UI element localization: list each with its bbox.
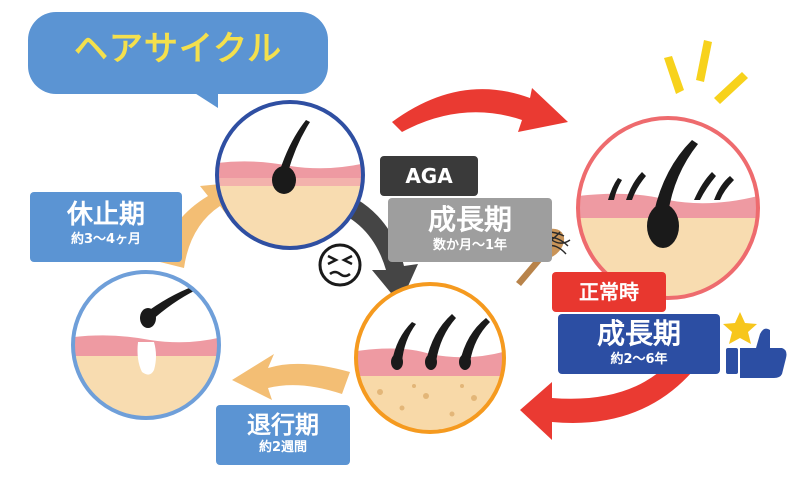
rest-stage-duration: 約3〜4ヶ月	[70, 232, 142, 247]
red-arrow-bottom	[520, 362, 692, 440]
aga-growth-label: 成長期 数か月〜1年	[388, 203, 552, 253]
aga-growth-label-box	[388, 198, 552, 262]
star-icon	[723, 312, 757, 344]
normal-tag-box	[552, 272, 666, 312]
normal-growth-label-box	[558, 314, 720, 374]
rest-stage-name: 休止期	[66, 200, 145, 230]
aga-tag-box	[380, 156, 478, 196]
title-bubble	[28, 12, 328, 108]
sparkle-icon	[664, 40, 748, 104]
red-arrow-top	[392, 88, 568, 132]
stage-circle-normal-growth	[576, 116, 760, 300]
regression-stage-duration: 約2週間	[258, 440, 308, 455]
normal-growth-name: 成長期	[596, 317, 681, 350]
aga-tag: AGA	[405, 164, 453, 188]
aga-growth-duration: 数か月〜1年	[432, 238, 508, 253]
rest-label-box	[30, 192, 182, 262]
normal-tag: 正常時	[579, 280, 639, 304]
page-title: ヘアサイクル	[73, 29, 283, 69]
normal-growth-label: 成長期 約2〜6年	[558, 317, 720, 367]
normal-growth-duration: 約2〜6年	[610, 352, 668, 367]
tan-arrow-bottom	[232, 354, 350, 400]
aga-growth-name: 成長期	[427, 203, 512, 236]
regression-stage-label: 退行期 約2週間	[216, 413, 350, 454]
sad-face-icon	[318, 243, 362, 287]
thumbs-up-icon	[726, 328, 787, 378]
rest-stage-label: 休止期 約3〜4ヶ月	[30, 202, 182, 246]
stage-circle-resting	[71, 270, 221, 420]
stage-circle-early-growth	[215, 100, 365, 250]
regression-stage-name: 退行期	[247, 411, 319, 439]
stage-circle-aga-growth	[354, 282, 506, 434]
regression-label-box	[216, 405, 350, 465]
